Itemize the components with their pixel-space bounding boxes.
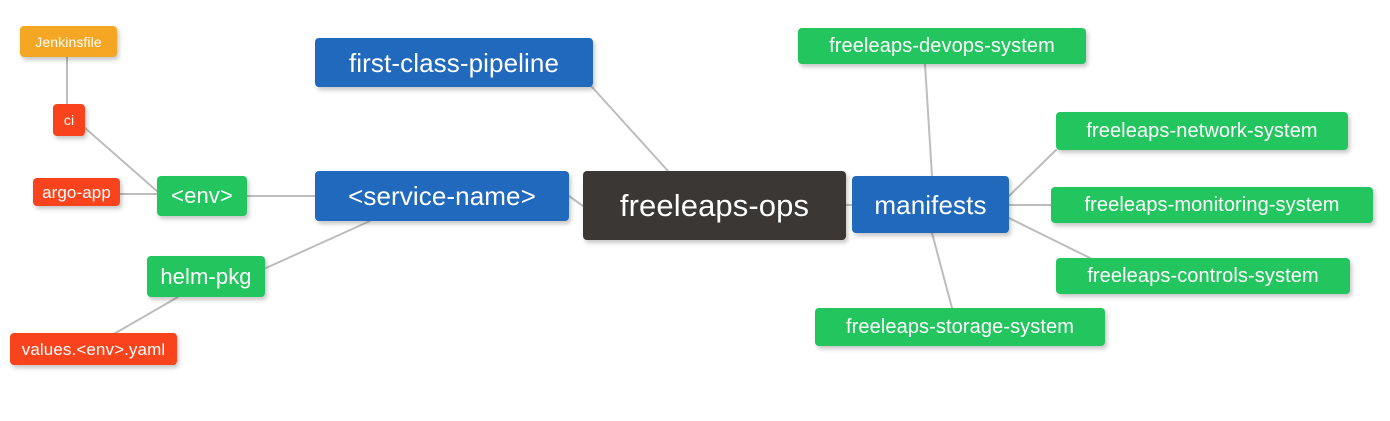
edge-freeleaps-ops-to-service-name [568, 195, 584, 207]
node-freeleaps-devops-system[interactable]: freeleaps-devops-system [798, 28, 1086, 64]
node-label-jenkinsfile: Jenkinsfile [35, 33, 102, 50]
edge-manifests-to-freeleaps-storage-system [931, 232, 953, 309]
edge-manifests-to-freeleaps-devops-system [924, 63, 933, 177]
node-label-freeleaps-monitoring-system: freeleaps-monitoring-system [1084, 194, 1340, 216]
edge-freeleaps-ops-to-first-class-pipeline [591, 86, 669, 172]
node-freeleaps-storage-system[interactable]: freeleaps-storage-system [815, 308, 1105, 346]
node-label-argo-app: argo-app [42, 182, 111, 202]
edge-manifests-to-freeleaps-network-system [1008, 149, 1057, 197]
node-label-service-name: <service-name> [348, 181, 536, 211]
node-label-env: <env> [171, 183, 233, 208]
edge-service-name-to-helm-pkg [265, 220, 371, 269]
node-service-name[interactable]: <service-name> [315, 171, 569, 221]
node-env[interactable]: <env> [157, 176, 247, 216]
node-jenkinsfile[interactable]: Jenkinsfile [20, 26, 117, 57]
edge-manifests-to-freeleaps-controls-system [1008, 217, 1091, 259]
node-label-ci: ci [63, 112, 75, 128]
node-freeleaps-ops[interactable]: freeleaps-ops [583, 171, 846, 240]
node-helm-pkg[interactable]: helm-pkg [147, 256, 265, 297]
node-manifests[interactable]: manifests [852, 176, 1009, 233]
edge-helm-pkg-to-values-env-yaml [111, 296, 179, 336]
node-argo-app[interactable]: argo-app [33, 178, 120, 206]
node-label-first-class-pipeline: first-class-pipeline [348, 47, 560, 78]
node-label-freeleaps-controls-system: freeleaps-controls-system [1087, 265, 1319, 287]
node-label-freeleaps-ops: freeleaps-ops [619, 188, 810, 223]
node-label-freeleaps-devops-system: freeleaps-devops-system [829, 35, 1055, 57]
node-freeleaps-monitoring-system[interactable]: freeleaps-monitoring-system [1051, 187, 1373, 223]
node-freeleaps-network-system[interactable]: freeleaps-network-system [1056, 112, 1348, 150]
node-first-class-pipeline[interactable]: first-class-pipeline [315, 38, 593, 87]
node-label-freeleaps-storage-system: freeleaps-storage-system [845, 316, 1075, 338]
node-values-env-yaml[interactable]: values.<env>.yaml [10, 333, 177, 365]
node-label-manifests: manifests [874, 189, 987, 220]
node-freeleaps-controls-system[interactable]: freeleaps-controls-system [1056, 258, 1350, 294]
node-label-values-env-yaml: values.<env>.yaml [21, 339, 166, 359]
node-ci[interactable]: ci [53, 104, 85, 136]
node-label-freeleaps-network-system: freeleaps-network-system [1086, 120, 1318, 142]
node-label-helm-pkg: helm-pkg [160, 263, 252, 289]
